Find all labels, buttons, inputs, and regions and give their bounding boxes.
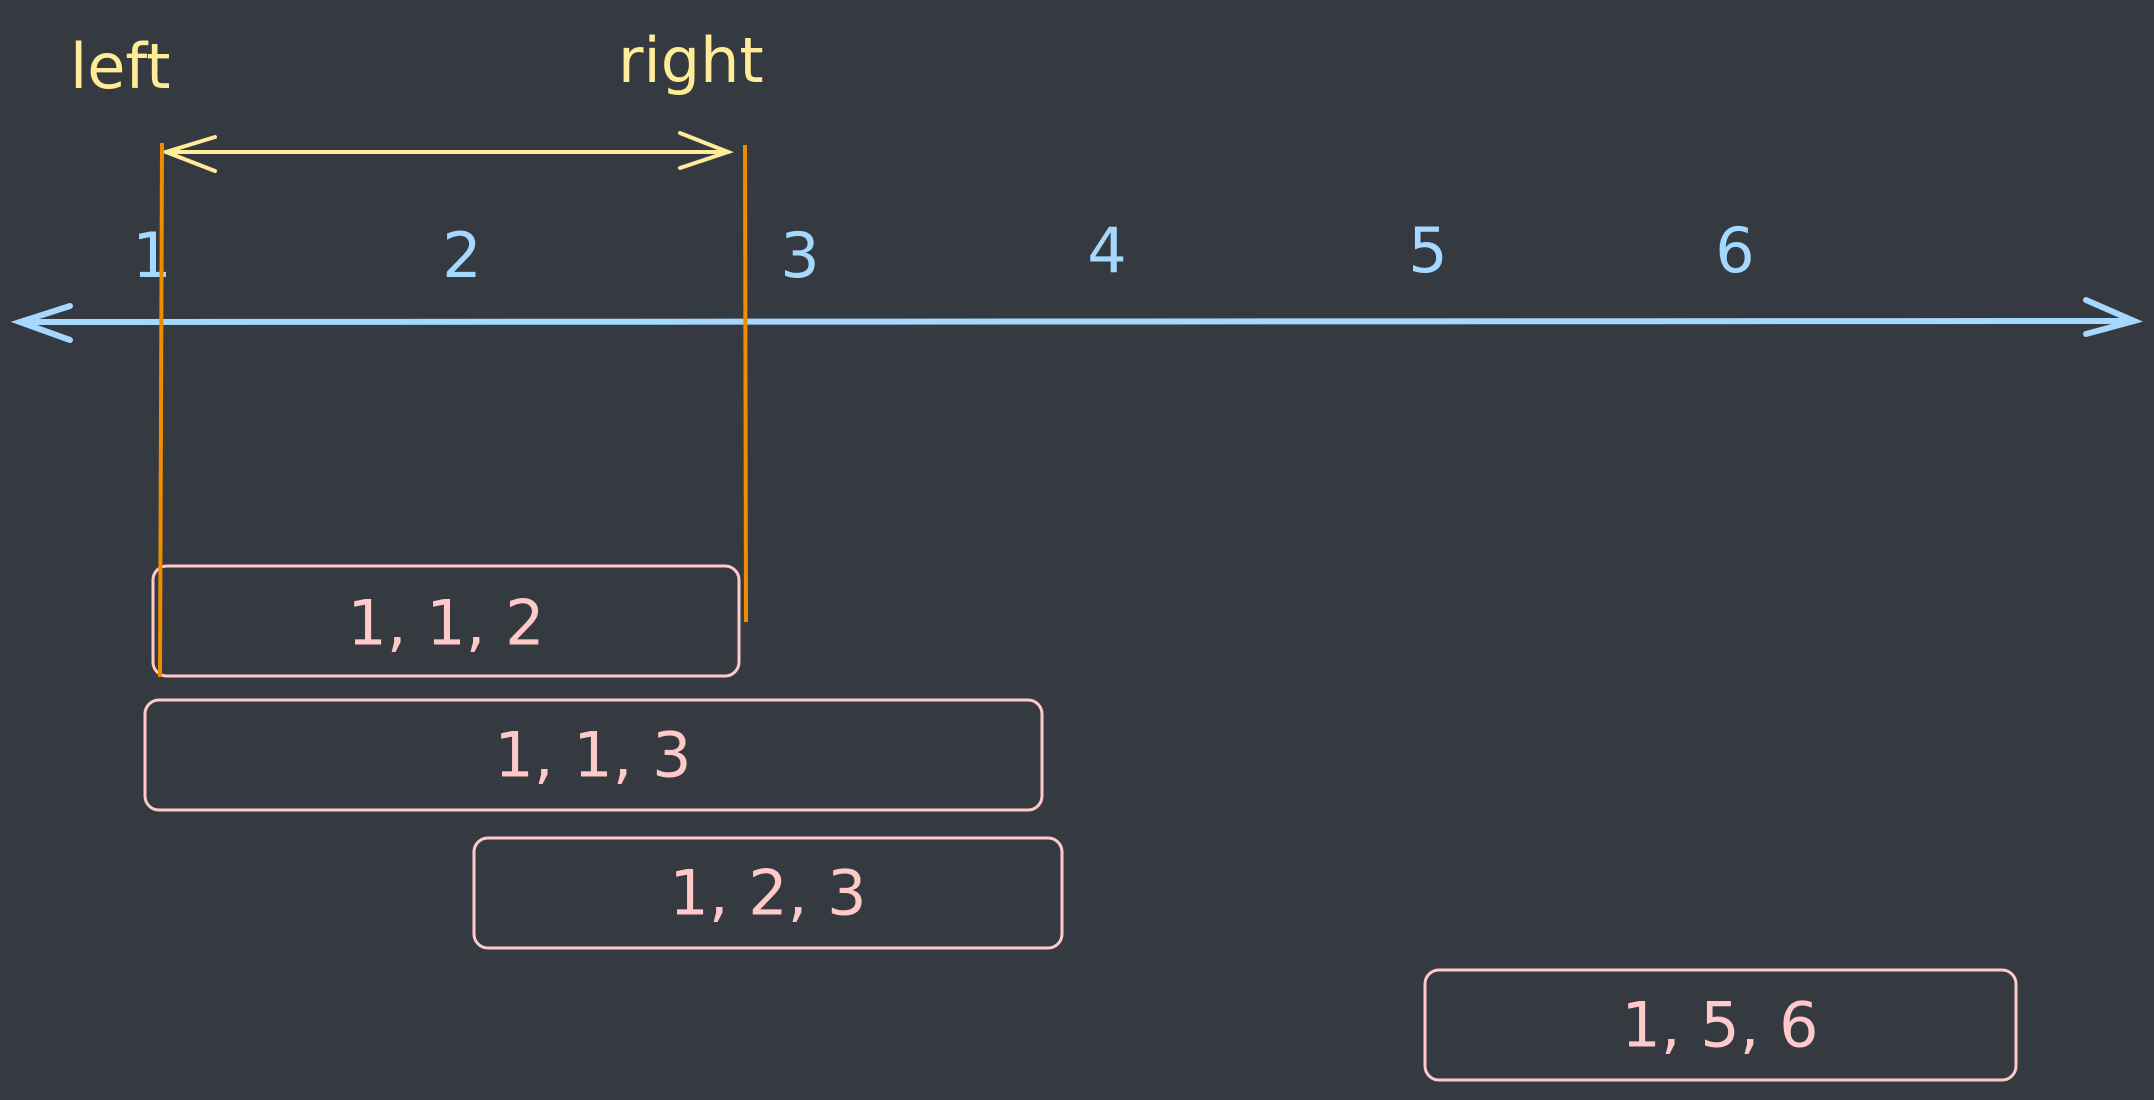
right-pointer-label: right: [618, 24, 764, 97]
interval-box: 1, 5, 6: [1423, 968, 2018, 1082]
number-line-axis: [10, 297, 2144, 343]
left-pointer-label: left: [70, 30, 170, 103]
interval-box: 1, 1, 2: [151, 564, 741, 678]
axis-tick-label: 2: [442, 219, 481, 292]
axis-tick-label: 3: [780, 219, 819, 292]
interval-label: 1, 1, 2: [347, 587, 544, 660]
window-width-arrow: [159, 131, 734, 173]
interval-box: 1, 2, 3: [472, 836, 1064, 950]
right-window-boundary: [743, 144, 748, 623]
axis-tick-label: 5: [1408, 214, 1447, 287]
interval-label: 1, 5, 6: [1621, 989, 1818, 1062]
axis-tick-label: 4: [1087, 214, 1126, 287]
interval-box: 1, 1, 3: [143, 698, 1044, 812]
interval-label: 1, 1, 3: [494, 719, 691, 792]
axis-tick-label: 1: [132, 219, 171, 292]
left-window-boundary: [158, 142, 164, 678]
axis-tick-label: 6: [1715, 214, 1754, 287]
interval-label: 1, 2, 3: [669, 857, 866, 930]
